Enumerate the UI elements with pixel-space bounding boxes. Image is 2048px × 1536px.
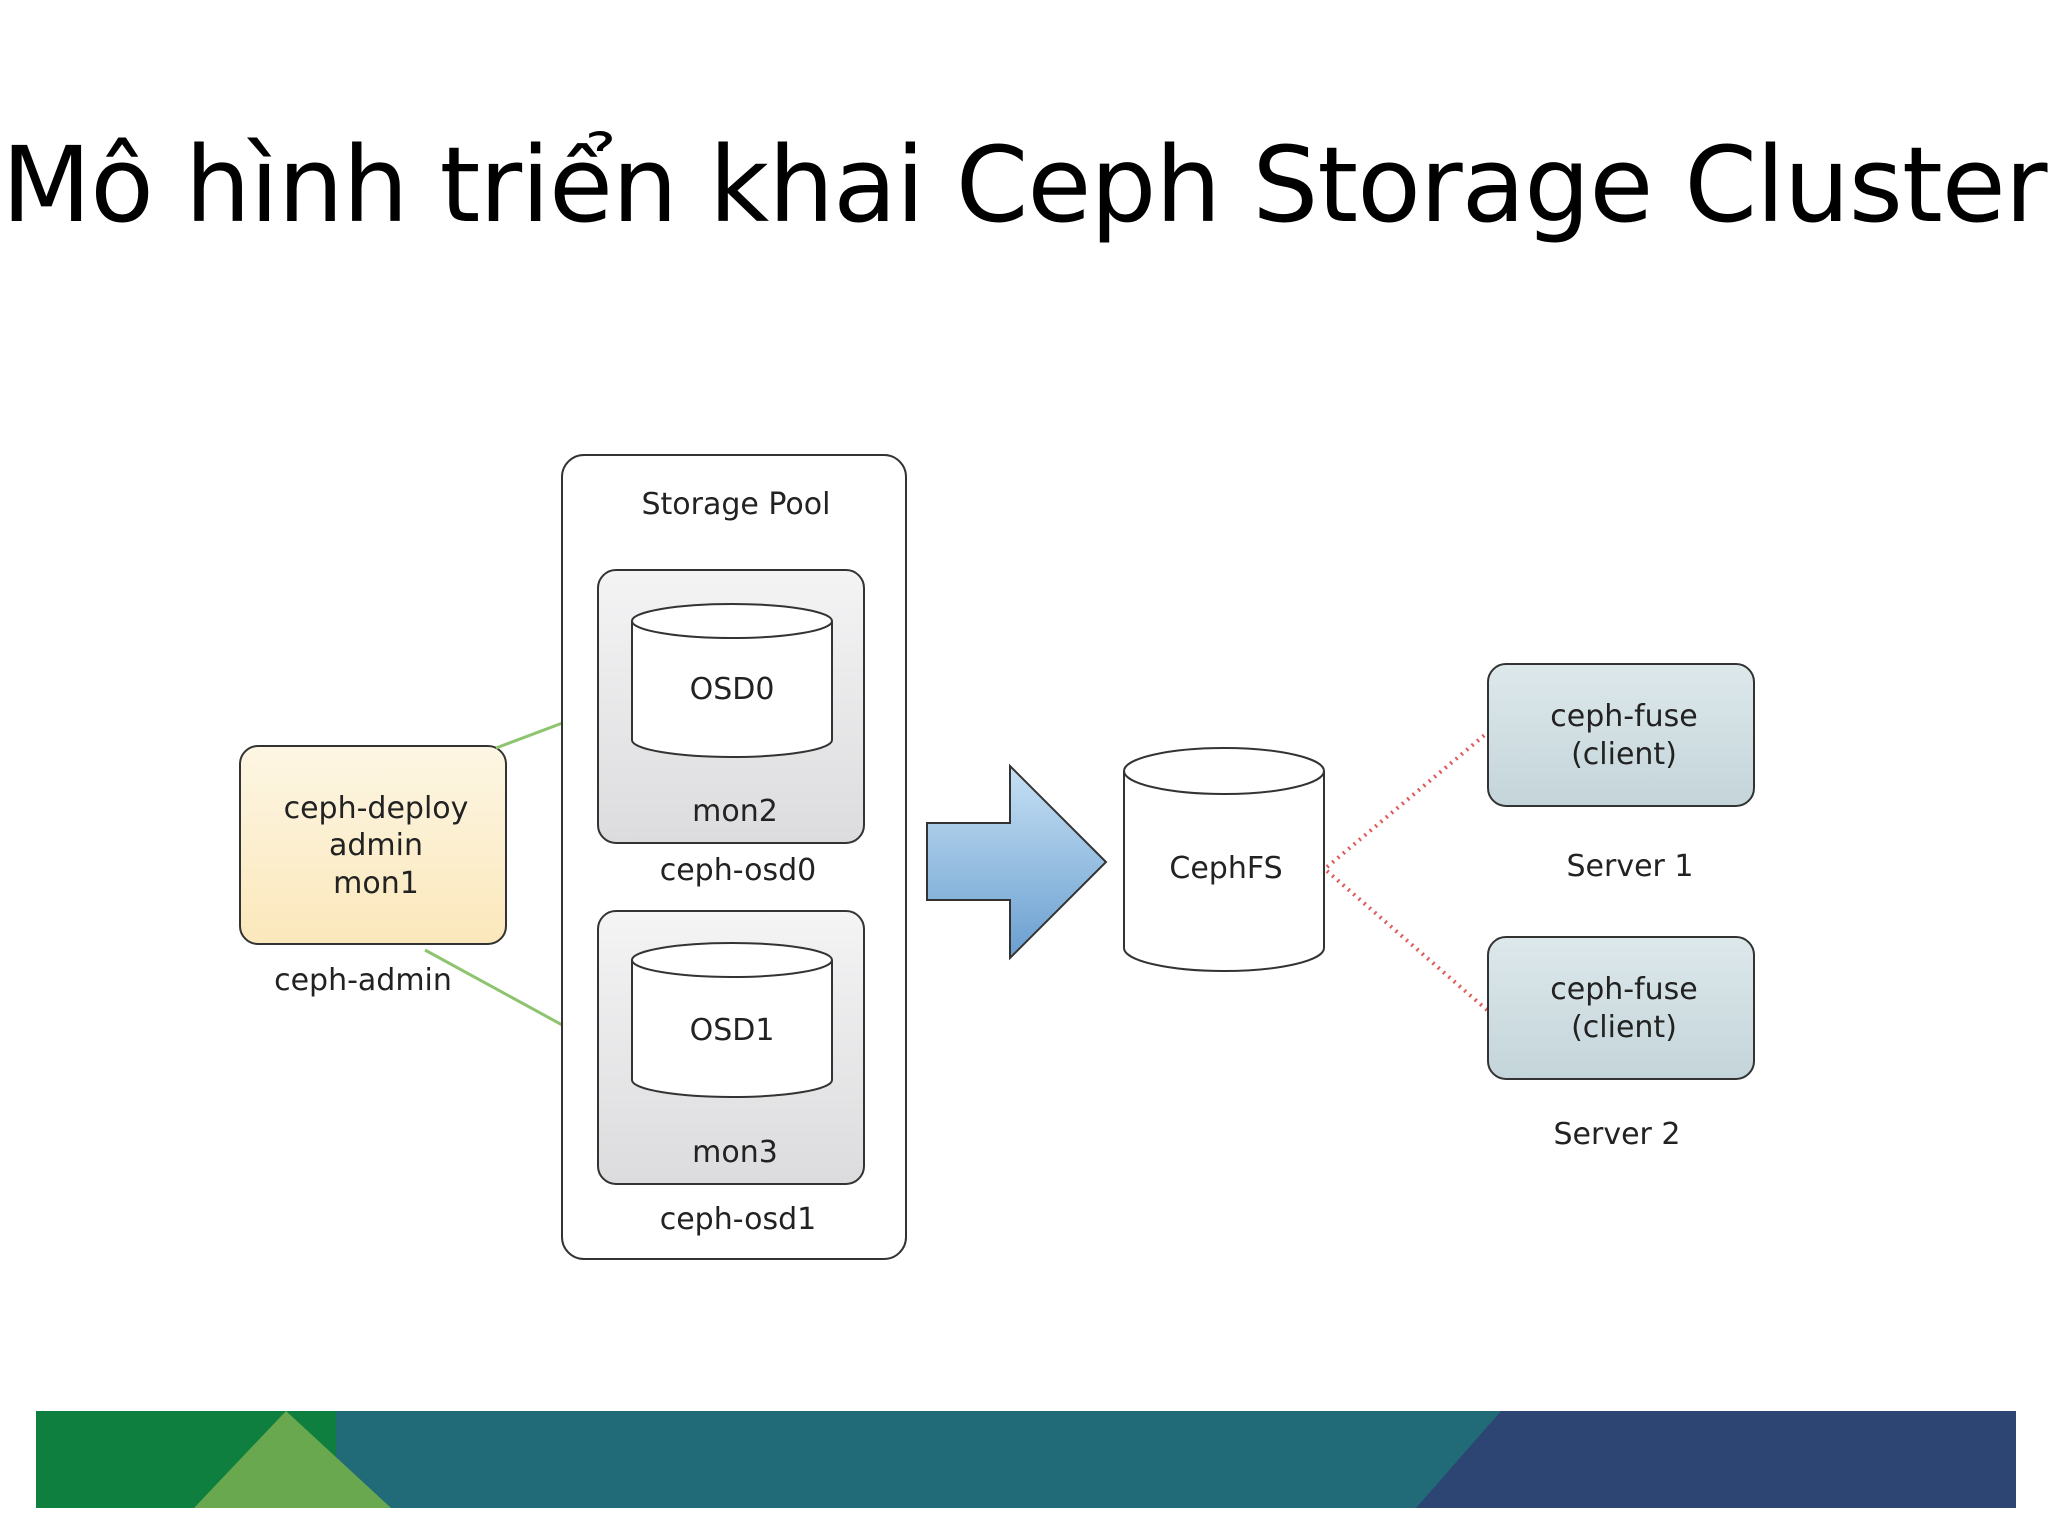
osd0-disk-label: OSD0 <box>690 672 775 707</box>
dotted-link-server1 <box>1325 731 1489 869</box>
cephfs-label: CephFS <box>1169 851 1282 886</box>
cephfs-cylinder: CephFS <box>1123 747 1325 972</box>
osd1-disk-label: OSD1 <box>690 1013 775 1048</box>
admin-node: ceph-deploy admin mon1 <box>239 745 507 945</box>
osd0-mon-label: mon2 <box>692 794 778 829</box>
big-blue-arrow <box>926 763 1108 961</box>
storage-pool-label: Storage Pool <box>642 487 831 522</box>
footer-light-green-triangle <box>194 1411 391 1508</box>
footer-navy-segment <box>1416 1411 2016 1508</box>
client1-caption: Server 1 <box>1566 849 1693 884</box>
osd1-mon-label: mon3 <box>692 1135 778 1170</box>
client2-line-1: ceph-fuse <box>1550 972 1698 1007</box>
client2-caption: Server 2 <box>1553 1117 1680 1152</box>
dotted-link-server2 <box>1325 869 1489 1012</box>
osd0-caption: ceph-osd0 <box>660 853 817 888</box>
client-node-1: ceph-fuse (client) <box>1487 663 1755 807</box>
admin-node-line-1: ceph-deploy <box>284 791 469 826</box>
footer-teal-segment <box>336 1411 1536 1508</box>
admin-node-line-2: admin <box>329 828 423 863</box>
osd1-caption: ceph-osd1 <box>660 1202 817 1237</box>
slide-title: Mô hình triển khai Ceph Storage Cluster <box>1 124 2047 246</box>
osd1-disk-icon <box>631 942 833 1098</box>
client2-line-2: (client) <box>1571 1010 1677 1045</box>
osd-node-0: OSD0 mon2 <box>597 569 865 844</box>
client1-line-1: ceph-fuse <box>1550 699 1698 734</box>
osd0-disk-icon <box>631 603 833 758</box>
osd-node-1: OSD1 mon3 <box>597 910 865 1185</box>
admin-node-line-3: mon1 <box>333 866 419 901</box>
admin-node-caption: ceph-admin <box>274 963 452 998</box>
client1-line-2: (client) <box>1571 737 1677 772</box>
client-node-2: ceph-fuse (client) <box>1487 936 1755 1080</box>
footer-band <box>36 1411 2016 1508</box>
